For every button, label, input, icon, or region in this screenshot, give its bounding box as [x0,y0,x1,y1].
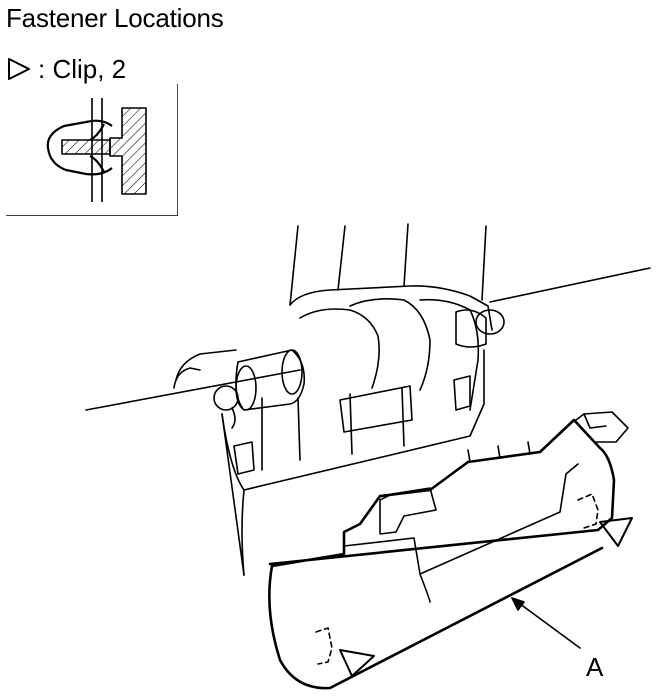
steering-column [289,223,487,306]
lower-cover-panel [268,418,616,690]
clip-location-right [577,493,599,529]
triangle-clip-icon [8,58,30,80]
leader-line-a [511,597,581,649]
clip-location-left [315,627,333,665]
callout-label-a: A [586,652,604,682]
clip-body [61,139,111,155]
dashboard-edge-line [85,369,301,411]
page-title: Fastener Locations [6,3,224,33]
clip-triangle-left-icon [339,649,375,677]
clip-triangle-right-icon [599,517,633,547]
dashboard-edge-line-right [489,267,651,303]
clip-legend: : Clip, 2 [6,54,126,84]
column-housing [289,285,493,331]
hatched-bracket [109,107,147,195]
clip-detail-inset [6,84,178,216]
clip-legend-text: : Clip, 2 [38,53,127,84]
clip-outline [46,119,113,176]
